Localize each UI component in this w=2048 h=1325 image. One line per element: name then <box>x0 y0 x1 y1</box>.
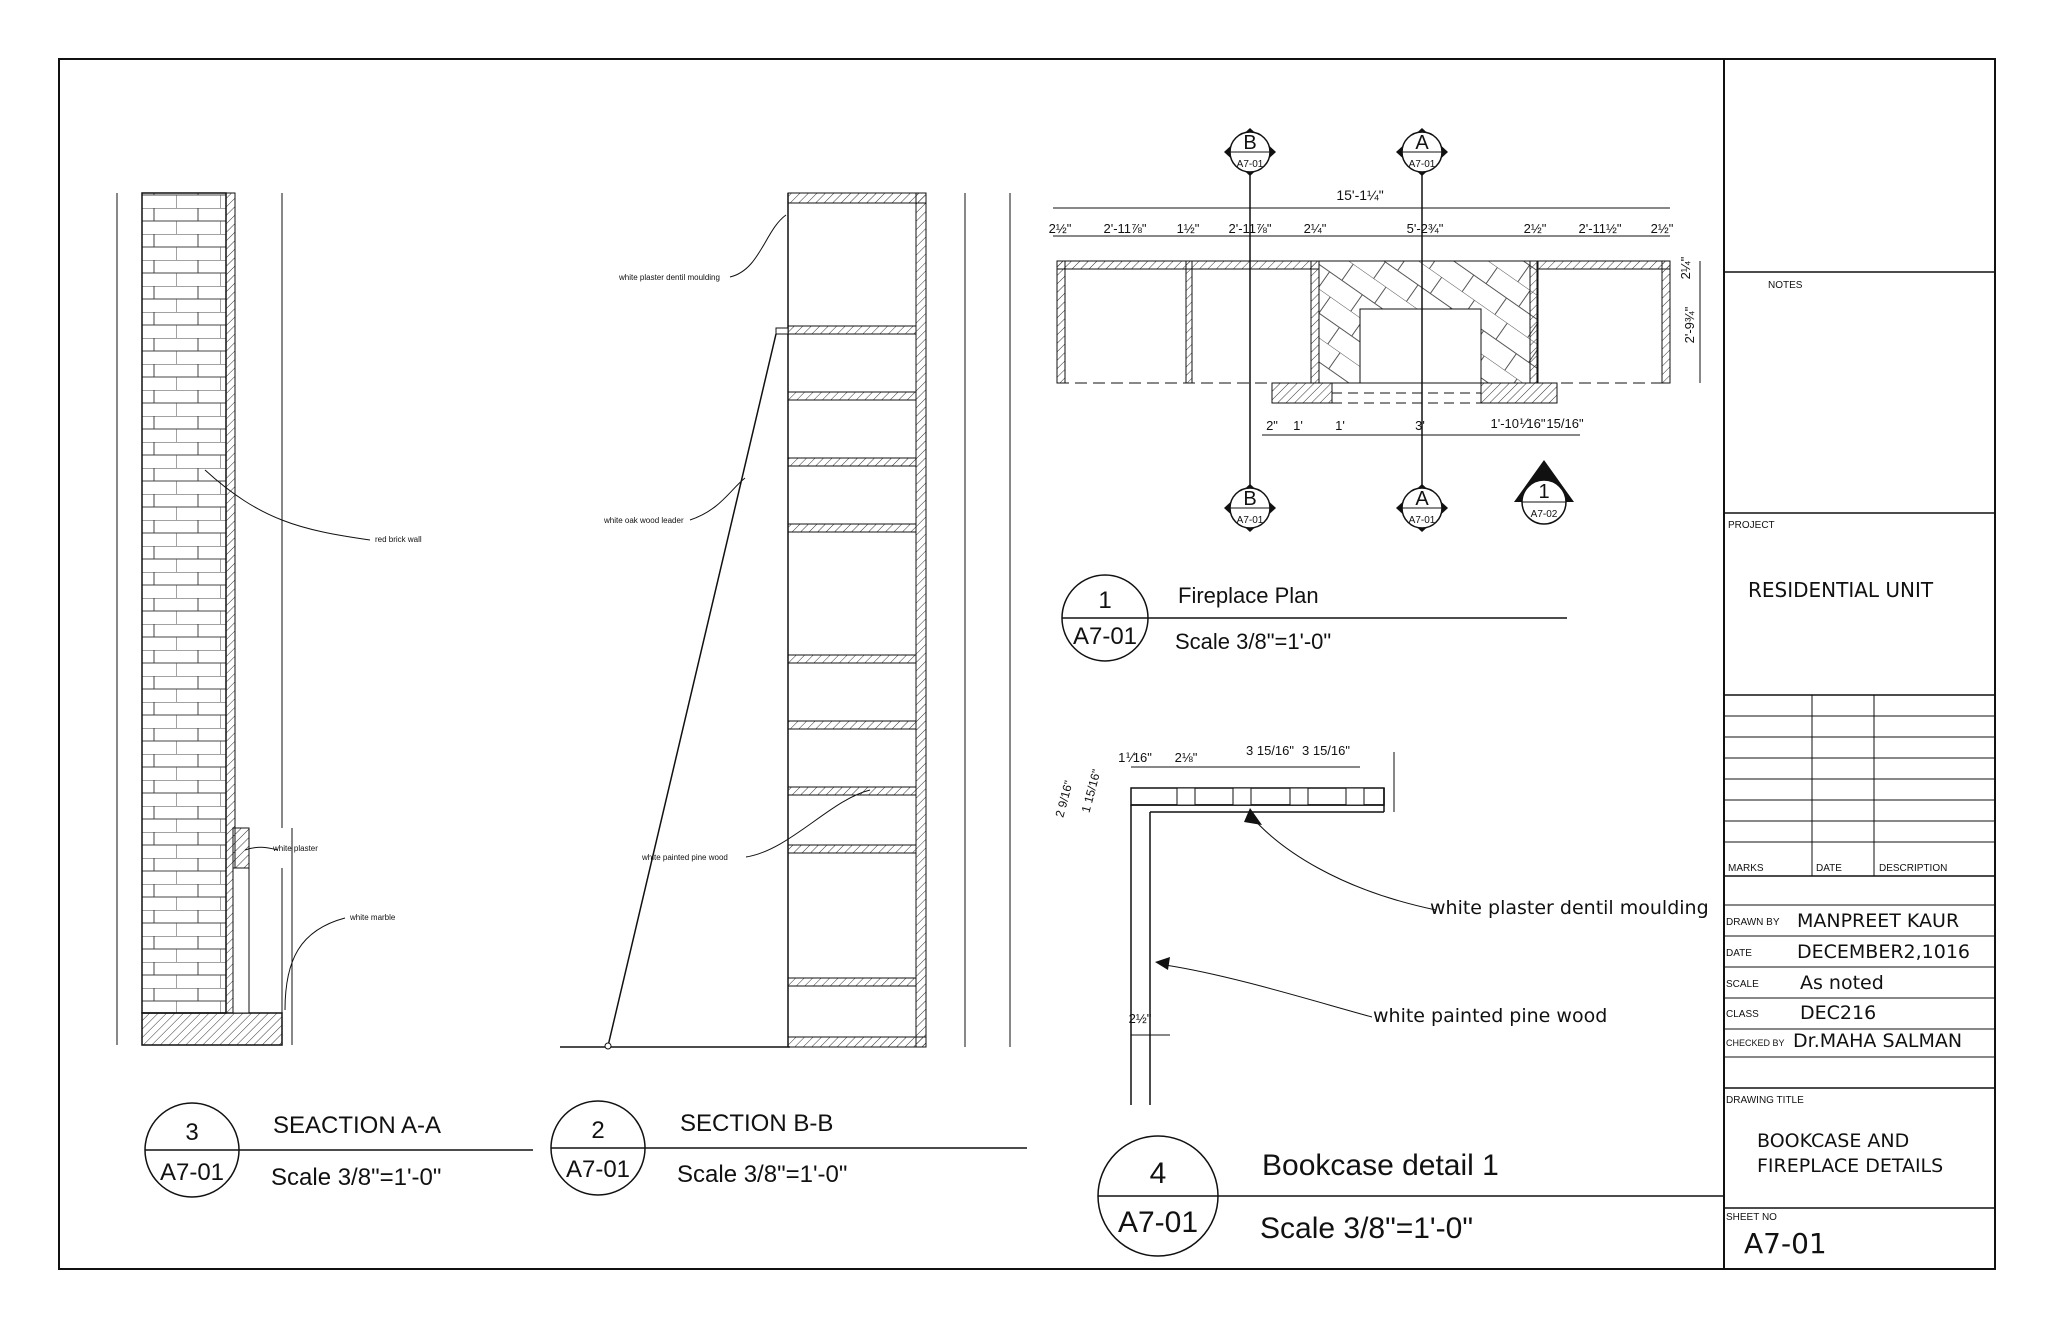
fireplace-plan-caption-bubble <box>1061 574 1567 662</box>
dim-b3: 1' <box>1335 418 1345 433</box>
bookcase-detail-ref: A7-01 <box>1118 1206 1198 1239</box>
fireplace-plan-drawing <box>1053 165 1701 485</box>
dim-b5: 1'-10⅟16" <box>1491 416 1546 431</box>
project-name: RESIDENTIAL UNIT <box>1748 578 1934 602</box>
drawn-by-value: MANPREET KAUR <box>1797 910 1959 932</box>
drawing-title-label: DRAWING TITLE <box>1726 1095 1804 1106</box>
section-marker-a-top <box>1396 128 1448 176</box>
elevation-marker-1 <box>1514 460 1574 525</box>
dim-d7: 2½" <box>1524 221 1547 236</box>
dim-r1: 2¼" <box>1678 256 1693 279</box>
bookcase-detail-drawing <box>1130 752 1437 1105</box>
elevation-marker-1-ref: A7-02 <box>1531 509 1558 520</box>
section-aa-ref: A7-01 <box>160 1159 224 1186</box>
dim-d8: 2'-11½" <box>1579 221 1622 236</box>
dim-b2: 1' <box>1293 418 1303 433</box>
marker-b-bottom-letter: B <box>1243 488 1256 510</box>
detail-dim-f: 1 15/16" <box>1079 768 1104 814</box>
marker-a-bottom-ref: A7-01 <box>1409 515 1436 526</box>
class-label: CLASS <box>1726 1009 1759 1020</box>
detail-dim-b: 2⅛" <box>1175 750 1198 765</box>
marker-a-bottom-letter: A <box>1415 488 1429 510</box>
marker-a-top-letter: A <box>1415 132 1429 154</box>
drawing-title-line-1: BOOKCASE AND <box>1757 1130 1909 1152</box>
fireplace-plan-scale: Scale 3/8"=1'-0" <box>1175 629 1331 654</box>
label-pine-wood-detail: white painted pine wood <box>1373 1005 1607 1027</box>
section-bb-title: SECTION B-B <box>680 1110 833 1137</box>
section-aa-number: 3 <box>185 1119 198 1146</box>
section-aa-caption-bubble <box>144 1102 533 1198</box>
bookcase-detail-scale: Scale 3/8"=1'-0" <box>1260 1212 1473 1245</box>
dim-r2: 2'-9¾" <box>1682 306 1697 343</box>
section-bb-ref: A7-01 <box>566 1156 630 1183</box>
sheet-no-value: A7-01 <box>1744 1227 1827 1260</box>
section-marker-b-bottom <box>1224 484 1276 532</box>
drawn-by-label: DRAWN BY <box>1726 917 1780 928</box>
dim-b4: 3' <box>1415 418 1425 433</box>
dim-d9: 2½" <box>1651 221 1674 236</box>
dim-d2: 2'-11⅞" <box>1104 221 1147 236</box>
marks-label: MARKS <box>1728 863 1764 874</box>
sheet-border <box>58 58 1996 1270</box>
checked-by-value: Dr.MAHA SALMAN <box>1793 1030 1962 1052</box>
label-white-marble: white marble <box>349 913 396 922</box>
detail-dim-g: 2½" <box>1129 1011 1152 1026</box>
project-label: PROJECT <box>1728 520 1775 531</box>
date-value: DECEMBER2,1016 <box>1797 941 1970 963</box>
description-label: DESCRIPTION <box>1879 863 1947 874</box>
bookcase-detail-number: 4 <box>1150 1157 1167 1190</box>
class-value: DEC216 <box>1800 1002 1876 1024</box>
title-block-grid <box>1724 271 1995 1209</box>
detail-dim-a: 1⅟16" <box>1118 750 1152 765</box>
scale-value: As noted <box>1800 972 1884 994</box>
dim-overall: 15'-1¼" <box>1336 187 1383 203</box>
fireplace-plan-number: 1 <box>1098 587 1111 614</box>
label-white-plaster: white plaster <box>272 844 318 853</box>
date-label: DATE <box>1726 948 1752 959</box>
date-column-label: DATE <box>1816 863 1842 874</box>
bookcase-detail-title: Bookcase detail 1 <box>1262 1149 1499 1182</box>
section-bb-number: 2 <box>591 1117 604 1144</box>
label-dentil-moulding-detail: white plaster dentil moulding <box>1430 897 1709 919</box>
label-oak-leader: white oak wood leader <box>603 516 684 525</box>
label-red-brick-wall: red brick wall <box>375 535 422 544</box>
dim-d4: 2'-11⅞" <box>1229 221 1272 236</box>
section-bb-drawing <box>560 192 1011 1050</box>
label-dentil-moulding-bb: white plaster dentil moulding <box>618 273 720 282</box>
section-bb-scale: Scale 3/8"=1'-0" <box>677 1161 847 1188</box>
dim-d6: 5'-2¾" <box>1407 221 1444 236</box>
marker-b-top-letter: B <box>1243 132 1256 154</box>
dim-d1: 2½" <box>1049 221 1072 236</box>
detail-dim-c: 3 15/16" <box>1246 743 1294 758</box>
dim-d3: 1½" <box>1177 221 1200 236</box>
detail-dim-e: 2 9/16" <box>1053 779 1076 819</box>
label-pine-wood-bb: white painted pine wood <box>641 853 728 862</box>
checked-by-label: CHECKED BY <box>1726 1038 1785 1048</box>
drawing-title-line-2: FIREPLACE DETAILS <box>1757 1155 1943 1177</box>
fireplace-plan-title: Fireplace Plan <box>1178 583 1319 608</box>
dim-b1: 2" <box>1266 418 1278 433</box>
detail-dim-d: 3 15/16" <box>1302 743 1350 758</box>
section-aa-scale: Scale 3/8"=1'-0" <box>271 1164 441 1191</box>
dim-b6: 15/16" <box>1546 416 1584 431</box>
section-marker-b-top <box>1224 128 1276 176</box>
section-bb-caption-bubble <box>550 1100 1027 1196</box>
notes-label: NOTES <box>1768 280 1803 291</box>
marker-b-bottom-ref: A7-01 <box>1237 515 1264 526</box>
dim-d5: 2¼" <box>1304 221 1327 236</box>
marker-b-top-ref: A7-01 <box>1237 159 1264 170</box>
section-aa-drawing <box>116 192 371 1046</box>
bookcase-detail-caption-bubble <box>1097 1135 1724 1257</box>
section-marker-a-bottom <box>1396 484 1448 532</box>
elevation-marker-1-number: 1 <box>1538 481 1549 503</box>
scale-label: SCALE <box>1726 979 1759 990</box>
sheet-no-label: SHEET NO <box>1726 1212 1777 1223</box>
marker-a-top-ref: A7-01 <box>1409 159 1436 170</box>
section-aa-title: SEACTION A-A <box>273 1112 441 1139</box>
fireplace-plan-ref: A7-01 <box>1073 623 1137 650</box>
